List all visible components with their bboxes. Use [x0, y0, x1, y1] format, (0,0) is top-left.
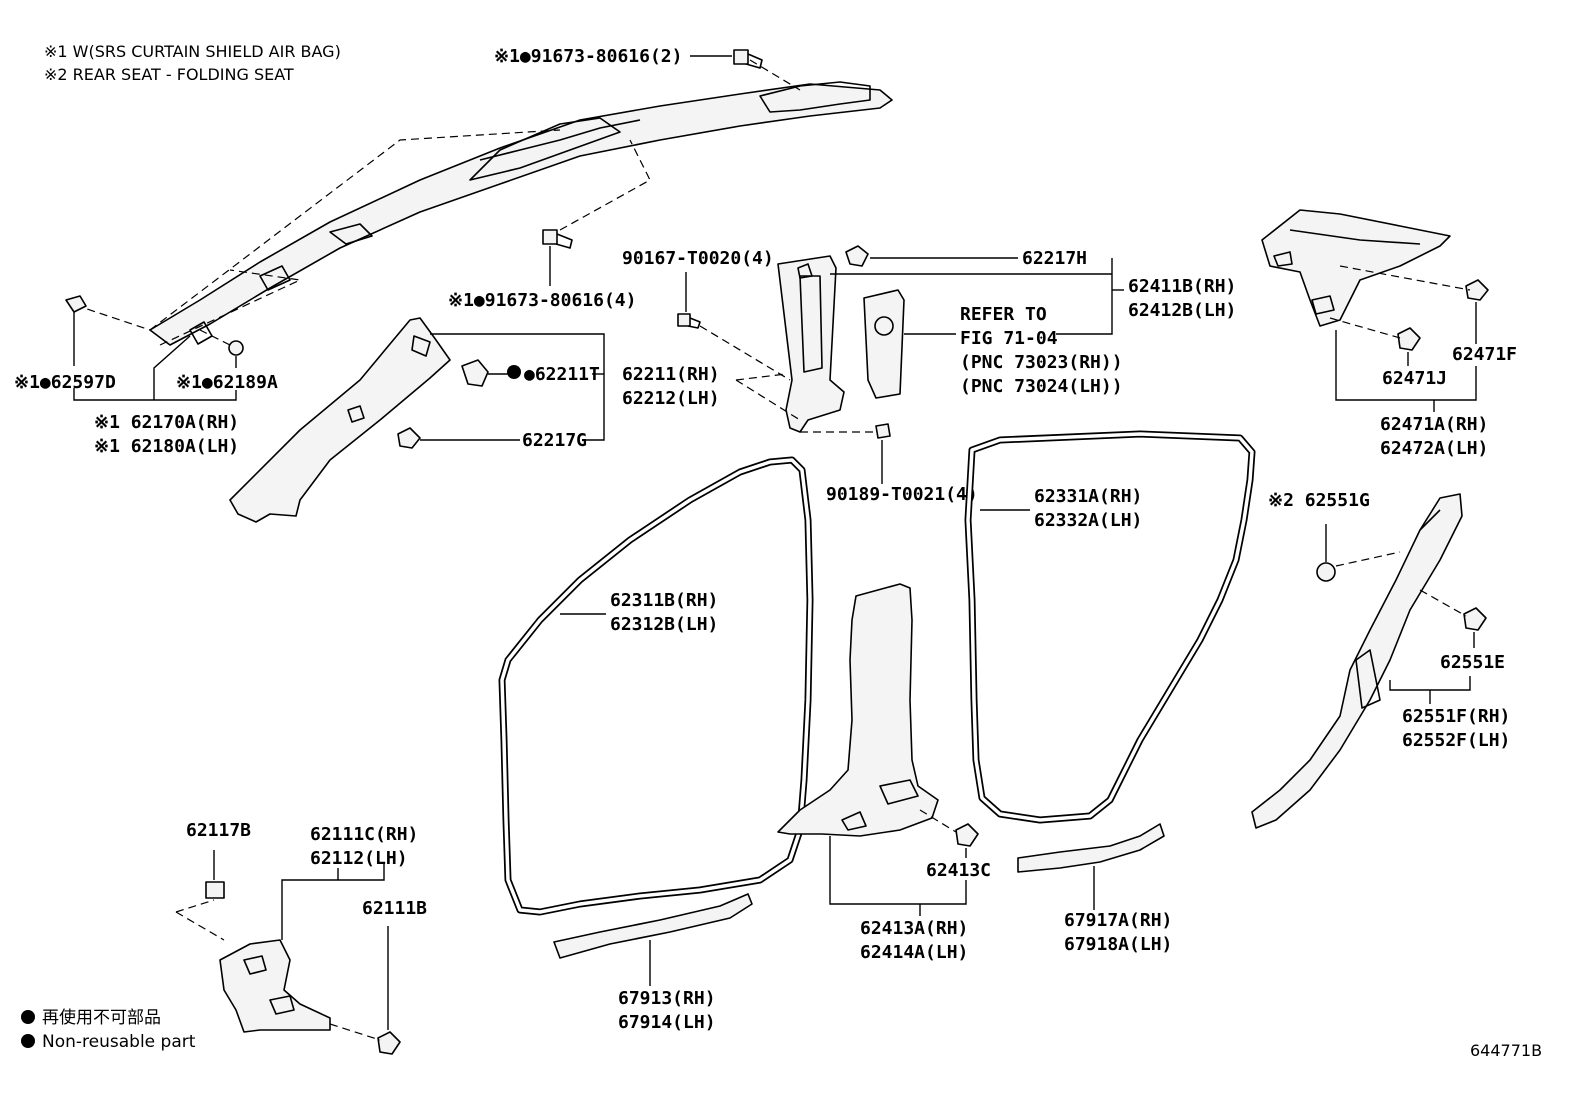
- clip-62413C[interactable]: [955, 823, 979, 847]
- label-62189A: ※1●62189A: [176, 372, 278, 393]
- clip-62217H[interactable]: [845, 245, 869, 267]
- label-62552F-lh: 62552F(LH): [1402, 730, 1510, 751]
- label-62117B: 62117B: [186, 820, 251, 841]
- legend-dot-jp: [21, 1010, 35, 1024]
- label-67918A-lh: 67918A(LH): [1064, 934, 1172, 955]
- label-62413A-rh: 62413A(RH): [860, 918, 968, 939]
- curtain-shield-airbag[interactable]: [149, 81, 893, 346]
- label-62111C-rh: 62111C(RH): [310, 824, 418, 845]
- front-pillar-garnish[interactable]: [229, 317, 451, 523]
- label-pnc-73023: (PNC 73023(RH)): [960, 352, 1123, 373]
- legend-en: Non-reusable part: [42, 1032, 196, 1052]
- label-62414A-lh: 62414A(LH): [860, 942, 968, 963]
- label-90167-T0020: 90167-T0020(4): [622, 248, 774, 269]
- label-62312B-lh: 62312B(LH): [610, 614, 718, 635]
- bolt-90167-T0020[interactable]: [677, 313, 701, 329]
- label-91673-80616-2: ※1●91673-80616(2): [494, 46, 682, 67]
- rear-quarter-trim[interactable]: [1251, 493, 1463, 829]
- figure-id: 644771B: [1470, 1041, 1542, 1060]
- legend-dot-en: [21, 1034, 35, 1048]
- center-pillar-lower-garnish[interactable]: [777, 583, 939, 837]
- label-62180A-lh: ※1 62180A(LH): [94, 436, 239, 457]
- clip-62189A[interactable]: [228, 340, 244, 356]
- label-62551F-rh: 62551F(RH): [1402, 706, 1510, 727]
- bolt-91673-80616-4[interactable]: [542, 229, 573, 249]
- nut-90189-T0021[interactable]: [875, 423, 891, 439]
- label-62551E: 62551E: [1440, 652, 1505, 673]
- cowl-side-trim[interactable]: [219, 939, 331, 1033]
- front-scuff-plate[interactable]: [553, 893, 753, 959]
- label-62111B: 62111B: [362, 898, 427, 919]
- clip-62597D[interactable]: [65, 295, 87, 313]
- label-62412B-lh: 62412B(LH): [1128, 300, 1236, 321]
- label-62332A-lh: 62332A(LH): [1034, 510, 1142, 531]
- seat-belt-cover-ref: [863, 289, 905, 399]
- clip-62551E[interactable]: [1463, 607, 1487, 631]
- label-67917A-rh: 67917A(RH): [1064, 910, 1172, 931]
- label-62472A-lh: 62472A(LH): [1380, 438, 1488, 459]
- label-62112-lh: 62112(LH): [310, 848, 408, 869]
- label-90189-T0021: 90189-T0021(4): [826, 484, 978, 505]
- label-91673-80616-4: ※1●91673-80616(4): [448, 290, 636, 311]
- label-62411B-rh: 62411B(RH): [1128, 276, 1236, 297]
- cap-62117B[interactable]: [205, 881, 225, 899]
- center-pillar-upper-garnish[interactable]: [777, 255, 845, 433]
- label-pnc-73024: (PNC 73024(LH)): [960, 376, 1123, 397]
- label-62413C: 62413C: [926, 860, 991, 881]
- rear-door-weatherstrip[interactable]: [964, 430, 1256, 824]
- front-door-weatherstrip[interactable]: [498, 456, 814, 916]
- label-62211-rh: 62211(RH): [622, 364, 720, 385]
- label-62471A-rh: 62471A(RH): [1380, 414, 1488, 435]
- clip-62211T[interactable]: [461, 359, 489, 387]
- label-62551G: ※2 62551G: [1268, 490, 1370, 511]
- label-62331A-rh: 62331A(RH): [1034, 486, 1142, 507]
- clip-62471F[interactable]: [1465, 279, 1489, 301]
- label-62217H: 62217H: [1022, 248, 1087, 269]
- clip-62111B[interactable]: [377, 1031, 401, 1055]
- label-refer-to: REFER TO: [960, 304, 1047, 325]
- label-62170A-rh: ※1 62170A(RH): [94, 412, 239, 433]
- legend-jp: 再使用不可部品: [42, 1007, 161, 1028]
- label-62212-lh: 62212(LH): [622, 388, 720, 409]
- label-62597D: ※1●62597D: [14, 372, 116, 393]
- bolt-91673-80616-2[interactable]: [733, 49, 763, 69]
- label-67913-rh: 67913(RH): [618, 988, 716, 1009]
- label-62471F: 62471F: [1452, 344, 1517, 365]
- note-folding-seat: ※2 REAR SEAT - FOLDING SEAT: [44, 65, 294, 84]
- note-curtain-airbag: ※1 W(SRS CURTAIN SHIELD AIR BAG): [44, 42, 341, 61]
- label-62211T: ●62211T: [524, 364, 600, 385]
- roof-side-inner-garnish[interactable]: [1261, 209, 1451, 327]
- rear-scuff-plate[interactable]: [1017, 823, 1165, 873]
- label-fig-71-04: FIG 71-04: [960, 328, 1058, 349]
- label-62471J: 62471J: [1382, 368, 1447, 389]
- clip-62471J[interactable]: [1397, 327, 1421, 351]
- label-62217G: 62217G: [522, 430, 587, 451]
- label-62311B-rh: 62311B(RH): [610, 590, 718, 611]
- clip-62551G[interactable]: [1316, 562, 1336, 582]
- label-67914-lh: 67914(LH): [618, 1012, 716, 1033]
- clip-62217G[interactable]: [397, 427, 421, 449]
